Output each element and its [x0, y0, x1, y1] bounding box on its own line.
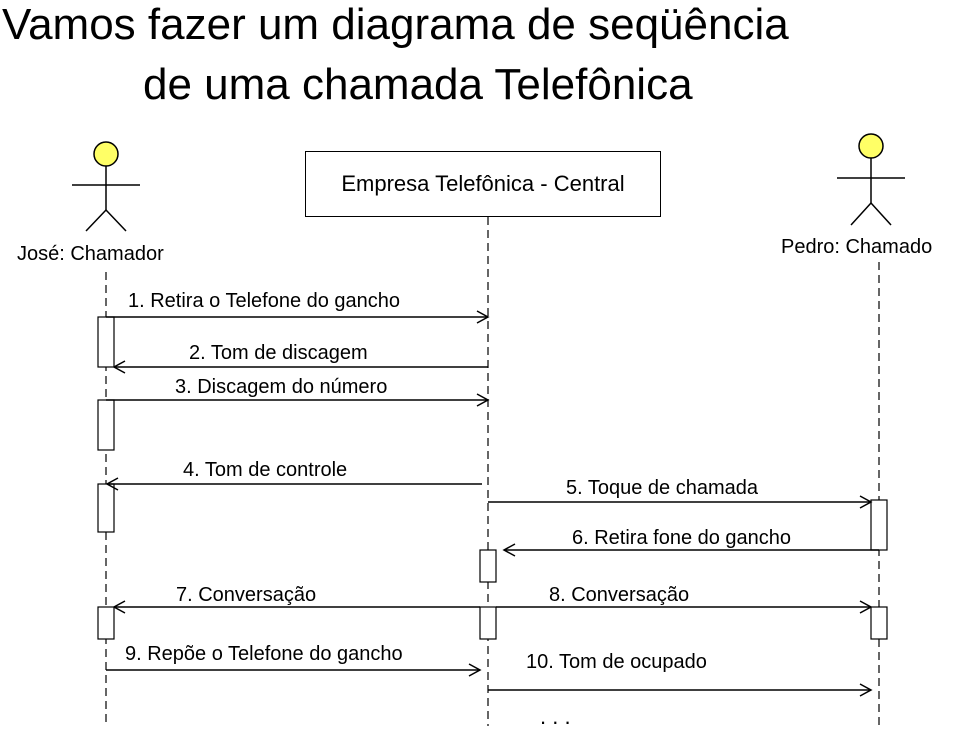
message-1-label: 1. Retira o Telefone do gancho — [128, 290, 401, 312]
message-9-label: 9. Repõe o Telefone do gancho — [125, 643, 403, 665]
slide-title-line-1: Vamos fazer um diagrama de seqüência — [2, 0, 789, 49]
activation-bar — [479, 549, 497, 583]
caller-stick-figure-icon — [72, 141, 140, 232]
activation-bar — [870, 606, 888, 640]
activation-bar — [479, 606, 497, 640]
callee-stick-figure-icon — [837, 133, 905, 226]
message-3-label: 3. Discagem do número — [175, 376, 388, 398]
activation-bar — [97, 399, 115, 451]
activation-bar — [97, 316, 115, 368]
system-lifeline-box: Empresa Telefônica - Central — [305, 151, 661, 217]
activation-bar — [97, 606, 115, 640]
message-8-label: 8. Conversação — [549, 584, 690, 606]
message-4-label: 4. Tom de controle — [183, 459, 348, 481]
message-6-label: 6. Retira fone do gancho — [572, 527, 792, 549]
activation-bar — [97, 483, 115, 533]
system-label: Empresa Telefônica - Central — [341, 171, 625, 196]
continuation-ellipsis: . . . — [540, 704, 571, 729]
message-7-label: 7. Conversação — [176, 584, 317, 606]
activation-bar — [870, 499, 888, 551]
message-2-label: 2. Tom de discagem — [189, 342, 368, 364]
slide-title-line-2: de uma chamada Telefônica — [143, 60, 693, 109]
callee-actor-label: Pedro: Chamado — [781, 236, 933, 258]
message-10-label: 10. Tom de ocupado — [526, 651, 707, 673]
caller-actor-label: José: Chamador — [17, 243, 164, 265]
message-5-label: 5. Toque de chamada — [566, 477, 759, 499]
